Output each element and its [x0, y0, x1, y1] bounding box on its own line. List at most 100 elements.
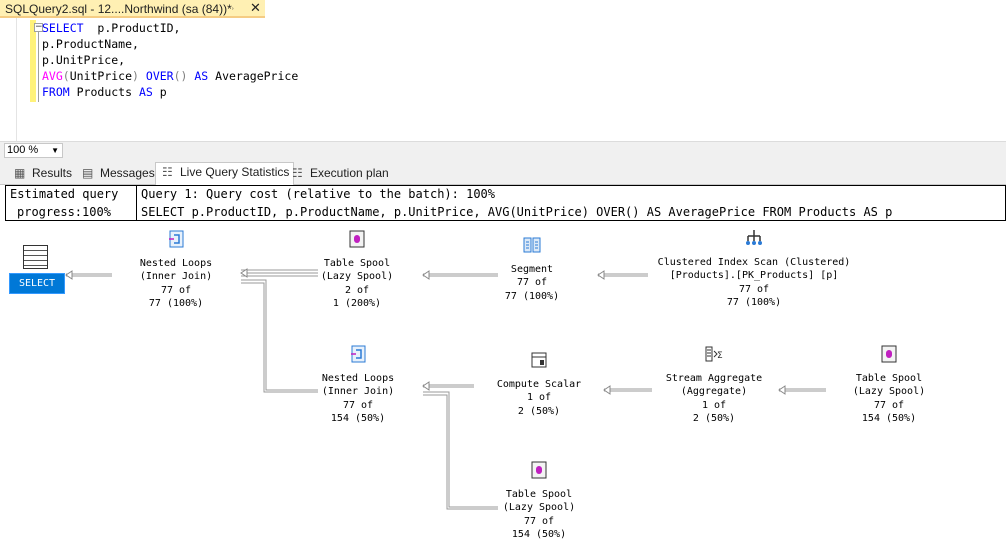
operator-line: Table Spool	[855, 372, 923, 384]
plan-connectors	[65, 268, 826, 510]
code-line: FROM Products AS p	[42, 84, 167, 100]
operator-line: Table Spool	[323, 257, 391, 269]
table-spool-node[interactable]: Table Spool (Lazy Spool) 77 of 154 (50%)	[840, 344, 938, 426]
operator-line: 77 of	[160, 284, 192, 296]
clustered-index-scan-node[interactable]: Clustered Index Scan (Clustered) [Produc…	[646, 228, 862, 310]
operator-line: 2 of	[344, 284, 370, 296]
operator-line: Stream Aggregate	[665, 372, 763, 384]
arrow-head	[422, 270, 430, 280]
operator-line: (Inner Join)	[139, 271, 213, 282]
operator-line: 77 (100%)	[504, 290, 560, 302]
operator-line: 77 of	[873, 399, 905, 411]
zoom-select[interactable]: 100 % ▼	[4, 143, 63, 158]
tab-label: Execution plan	[310, 166, 389, 180]
operator-line: (Inner Join)	[321, 386, 395, 397]
compute-scalar-icon	[531, 352, 547, 368]
operator-line: (Aggregate)	[680, 386, 748, 397]
operator-line: 1 of	[526, 392, 552, 403]
clustered-index-scan-icon	[746, 230, 762, 245]
segment-node[interactable]: Segment 77 of 77 (100%)	[492, 235, 572, 303]
arrow-head	[778, 385, 786, 395]
outline-bracket	[38, 27, 42, 102]
code-token: AS	[187, 69, 209, 83]
operator-line: 77 (100%)	[148, 298, 204, 309]
operator-line: Compute Scalar	[496, 378, 582, 390]
select-label: SELECT	[9, 273, 65, 294]
operator-line: 77 of	[516, 277, 548, 288]
tab-label: Results	[32, 166, 73, 180]
operator-line: Nested Loops	[321, 372, 395, 384]
code-token: ()	[173, 69, 188, 83]
live-query-plan[interactable]: SELECT Nested Loops (Inner Join) 77 of 7…	[0, 221, 1006, 552]
table-spool-node[interactable]: Table Spool (Lazy Spool) 77 of 154 (50%)	[490, 460, 588, 542]
code-token: )	[132, 69, 139, 83]
code-token: SELECT	[42, 21, 84, 35]
operator-line: Clustered Index Scan (Clustered)	[657, 256, 851, 268]
operator-line: 2 (50%)	[692, 413, 736, 424]
progress-value: progress:100%	[17, 205, 111, 219]
code-token: p.UnitPrice,	[42, 53, 126, 67]
operator-line: 77 of	[342, 399, 374, 411]
svg-text:Σ: Σ	[717, 351, 723, 361]
code-token: OVER	[138, 69, 174, 83]
operator-line: (Lazy Spool)	[320, 271, 394, 282]
progress-label: Estimated query	[10, 187, 119, 201]
pin-icon[interactable]: ˒	[231, 1, 235, 13]
compute-scalar-node[interactable]: Compute Scalar 1 of 2 (50%)	[484, 350, 594, 418]
code-token: FROM	[42, 85, 70, 99]
connector-line	[241, 279, 318, 391]
tab-results[interactable]: ▦Results	[8, 164, 76, 184]
document-tab-bar: SQLQuery2.sql - 12....Northwind (sa (84)…	[0, 0, 1006, 18]
query-stats-header: Estimated query progress:100% Query 1: Q…	[5, 185, 1006, 221]
operator-line: 154 (50%)	[511, 529, 567, 540]
code-line: AVG(UnitPrice) OVER() AS AveragePrice	[42, 68, 298, 84]
results-tab-strip: ▦Results ▤Messages ☷Live Query Statistic…	[0, 158, 1006, 185]
dropdown-arrow-icon[interactable]: ▼	[51, 146, 59, 155]
code-token: p.ProductName,	[42, 37, 139, 51]
close-icon[interactable]: ✕	[250, 0, 261, 15]
query-text-line: SELECT p.ProductID, p.ProductName, p.Uni…	[141, 205, 893, 219]
arrow-head	[65, 270, 73, 280]
collapse-icon[interactable]: −	[34, 22, 43, 32]
code-token: p.ProductID,	[83, 21, 181, 35]
tab-messages[interactable]: ▤Messages	[76, 164, 159, 184]
code-token: UnitPrice	[69, 69, 133, 83]
change-tracking-bar	[30, 20, 36, 102]
table-spool-icon	[531, 461, 547, 479]
editor-margin	[16, 18, 19, 141]
zoom-bar: 100 % ▼	[0, 141, 1006, 158]
connector-line	[241, 282, 318, 393]
sql-editor[interactable]: − SELECT p.ProductID, p.ProductName, p.Uni…	[0, 18, 1006, 141]
stream-aggregate-node[interactable]: Σ Stream Aggregate (Aggregate) 1 of 2 (5…	[654, 344, 774, 426]
document-tab-title: SQLQuery2.sql - 12....Northwind (sa (84)…	[5, 2, 232, 16]
nested-loops-node[interactable]: Nested Loops (Inner Join) 77 of 77 (100%…	[120, 229, 232, 311]
table-spool-node[interactable]: Table Spool (Lazy Spool) 2 of 1 (200%)	[308, 229, 406, 311]
operator-line: 1 of	[701, 399, 727, 411]
tab-label: Live Query Statistics	[180, 165, 290, 179]
select-icon	[23, 245, 48, 269]
operator-line: 77 (100%)	[726, 297, 782, 308]
connector-line	[423, 391, 498, 508]
operator-line: 77 of	[738, 283, 770, 295]
document-tab[interactable]: SQLQuery2.sql - 12....Northwind (sa (84)…	[0, 0, 265, 18]
select-node[interactable]: SELECT	[9, 245, 65, 294]
code-line: p.ProductName,	[42, 36, 139, 52]
nested-loops-node[interactable]: Nested Loops (Inner Join) 77 of 154 (50%…	[302, 344, 414, 426]
nested-loops-icon	[169, 230, 184, 248]
tab-live-query-statistics[interactable]: ☷Live Query Statistics	[155, 162, 295, 185]
code-token: Products	[69, 85, 139, 99]
table-spool-icon	[881, 345, 897, 363]
execution-plan-icon: ☷	[292, 166, 303, 180]
operator-line: 154 (50%)	[861, 413, 917, 424]
operator-line: Table Spool	[505, 488, 573, 500]
arrow-head	[603, 385, 611, 395]
operator-line: 77 of	[523, 515, 555, 527]
tab-execution-plan[interactable]: ☷ Execution plan	[286, 164, 393, 184]
code-token: AveragePrice	[208, 69, 299, 83]
code-token: AS	[138, 85, 153, 99]
arrow-head	[422, 381, 430, 391]
code-line: p.UnitPrice,	[42, 52, 125, 68]
arrow-head	[240, 268, 248, 278]
connector-line	[423, 394, 498, 510]
operator-line: (Lazy Spool)	[852, 386, 926, 397]
